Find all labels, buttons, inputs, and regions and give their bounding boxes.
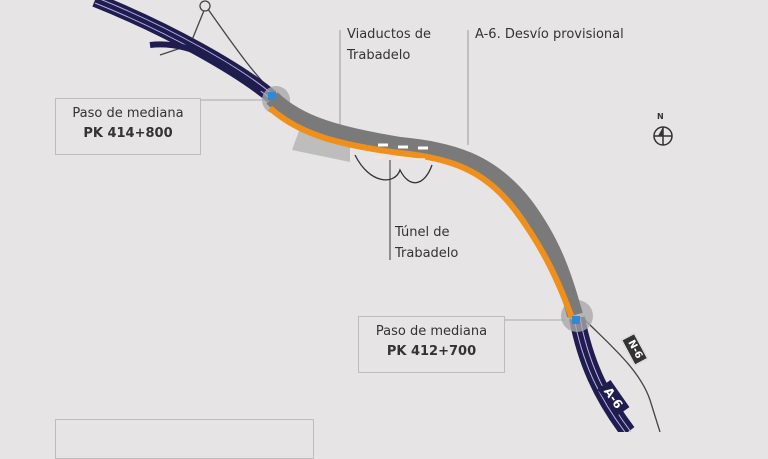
label-line: Viaductos de — [347, 27, 432, 42]
bottom-callout — [55, 419, 314, 459]
callout-title: Paso de mediana — [375, 324, 488, 339]
route-diagram: N N-6 A-6 Paso de mediana PK 414+800 Pas… — [55, 0, 673, 459]
detour-route — [267, 105, 575, 320]
callout-pk: PK 414+800 — [83, 126, 173, 141]
label-line: Trabadelo — [395, 246, 459, 261]
label-line: Túnel de — [395, 225, 450, 240]
label-line: Trabadelo — [347, 48, 411, 63]
viaduct-marks — [378, 143, 428, 150]
map-canvas — [92, 0, 673, 432]
a6-highway — [92, 0, 635, 432]
detour-label: A-6. Desvío provisional — [475, 27, 624, 42]
tunnel-label: Túnel de Trabadelo — [395, 222, 458, 264]
viaduct-marks — [375, 156, 425, 160]
compass-icon — [653, 126, 673, 146]
tunnel-road — [354, 154, 433, 184]
callout-title: Paso de mediana — [72, 106, 184, 121]
existing-road — [266, 92, 583, 318]
n6-road — [584, 319, 661, 432]
callout-pk: PK 412+700 — [386, 344, 477, 359]
crossover-marker — [572, 316, 580, 324]
crossover-marker — [268, 92, 276, 100]
median-north-callout: Paso de mediana PK 414+800 — [55, 98, 201, 155]
roundabout-icon — [199, 0, 211, 12]
compass-north-label: N — [657, 112, 664, 121]
viaducts-label: Viaductos de Trabadelo — [347, 24, 431, 66]
median-south-callout: Paso de mediana PK 412+700 — [358, 316, 505, 373]
